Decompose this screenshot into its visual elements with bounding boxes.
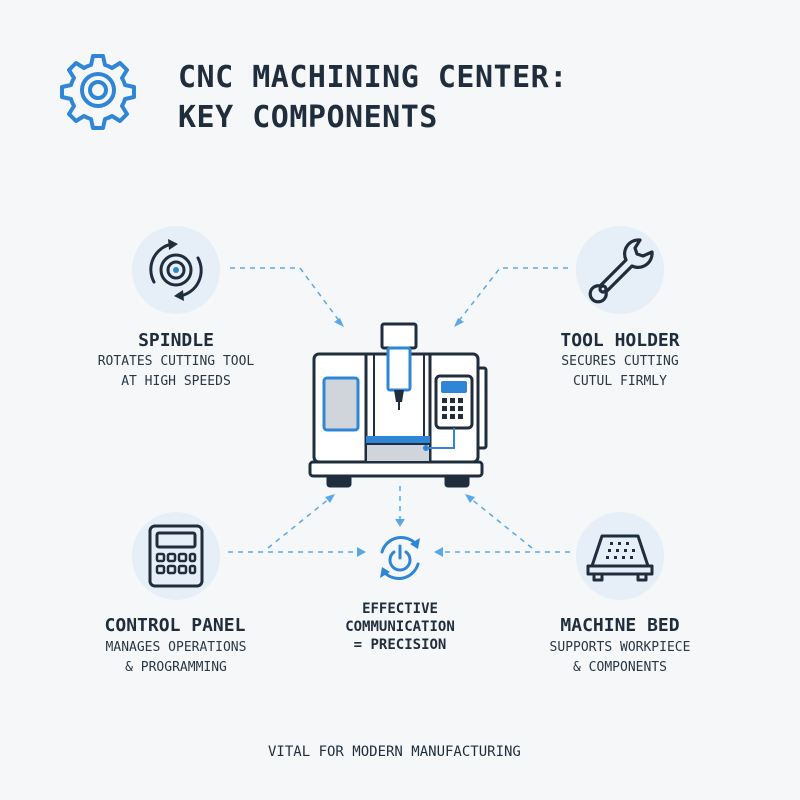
machine-bed-icon-circle — [576, 512, 664, 600]
spindle-description: ROTATES CUTTING TOOL AT HIGH SPEEDS — [86, 352, 266, 392]
tool-holder-description: SECURES CUTTING CUTUL FIRMLY — [530, 352, 710, 392]
center-caption: EFFECTIVE COMMUNICATION = PRECISION — [320, 600, 480, 654]
connector-spindle — [230, 267, 341, 323]
title-line-2: KEY COMPONENTS — [178, 100, 438, 135]
connector-tool-holder — [457, 267, 568, 323]
footer-text: VITAL FOR MODERN MANUFACTURING — [268, 744, 521, 760]
control-panel-desc-line-1: MANAGES OPERATIONS — [105, 640, 247, 655]
spindle-heading: SPINDLE — [138, 330, 214, 351]
control-panel-description: MANAGES OPERATIONS & PROGRAMMING — [86, 638, 266, 678]
control-panel-desc-line-2: & PROGRAMMING — [125, 660, 227, 675]
power-sync-icon — [380, 536, 420, 580]
machine-bed-desc-line-2: & COMPONENTS — [573, 660, 667, 675]
page-title: CNC MACHINING CENTER: KEY COMPONENTS — [178, 58, 568, 138]
control-panel-heading: CONTROL PANEL — [104, 615, 246, 636]
tool-holder-desc-line-1: SECURES CUTTING — [561, 354, 679, 369]
spindle-rotation-icon — [149, 239, 203, 301]
cnc-machine-illustration — [308, 322, 488, 488]
title-line-1: CNC MACHINING CENTER: — [178, 60, 568, 95]
spindle-head — [373, 322, 425, 436]
center-line-3: = PRECISION — [353, 637, 447, 653]
center-line-2: COMMUNICATION — [345, 619, 455, 635]
machine-bed-desc-line-1: SUPPORTS WORKPIECE — [549, 640, 691, 655]
connector-control-panel-d — [267, 497, 331, 549]
spindle-desc-line-1: ROTATES CUTTING TOOL — [97, 354, 255, 369]
machine-control-pendant — [423, 374, 474, 451]
keypad-icon — [148, 524, 204, 588]
machine-bed-description: SUPPORTS WORKPIECE & COMPONENTS — [530, 638, 710, 678]
wrench-icon — [588, 238, 654, 304]
connector-machine-bed-d — [469, 497, 533, 549]
machine-bed-heading: MACHINE BED — [560, 615, 680, 636]
tool-holder-heading: TOOL HOLDER — [560, 330, 680, 351]
work-table — [365, 436, 431, 463]
gear-icon — [60, 54, 136, 130]
machine-bed-icon — [586, 534, 654, 582]
tool-holder-desc-line-2: CUTUL FIRMLY — [573, 374, 667, 389]
spindle-desc-line-2: AT HIGH SPEEDS — [121, 374, 231, 389]
machine-window — [322, 376, 360, 432]
center-line-1: EFFECTIVE — [362, 601, 438, 617]
